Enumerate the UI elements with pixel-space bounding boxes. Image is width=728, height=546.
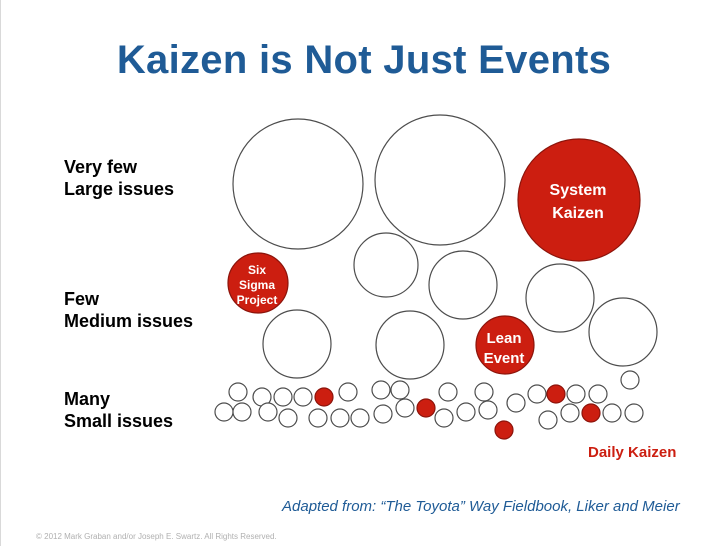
medium-issue-bubble	[525, 263, 595, 333]
level-label-large-line2: Large issues	[64, 179, 175, 199]
small-issue-bubble	[438, 382, 458, 402]
medium-issue-bubble	[262, 309, 332, 379]
small-issue-bubble	[390, 380, 410, 400]
small-issue-bubble	[474, 382, 494, 402]
small-issue-bubble	[624, 403, 644, 423]
small-issue-bubble	[371, 380, 391, 400]
small-issue-bubble	[494, 420, 514, 440]
small-issue-bubble	[308, 408, 328, 428]
level-label-large-line1: Very few	[64, 157, 138, 177]
small-issue-bubble	[214, 402, 234, 422]
daily-kaizen-label: Daily Kaizen	[588, 444, 677, 461]
small-issue-bubble	[395, 398, 415, 418]
level-label-small-line1: Many	[64, 389, 111, 409]
small-issue-bubble	[273, 387, 293, 407]
small-issue-bubble	[538, 410, 558, 430]
small-issue-bubble	[620, 370, 640, 390]
small-issue-bubble	[258, 402, 278, 422]
small-issue-bubble	[373, 404, 393, 424]
small-issue-bubble	[581, 403, 601, 423]
small-issue-bubble	[478, 400, 498, 420]
medium-issue-bubble	[375, 310, 445, 380]
medium-issue-bubble	[428, 250, 498, 320]
small-issue-bubble	[560, 403, 580, 423]
small-issue-bubble	[456, 402, 476, 422]
medium-issue-bubble	[353, 232, 419, 298]
small-issue-bubble	[602, 403, 622, 423]
small-issue-bubble	[434, 408, 454, 428]
copyright-notice: © 2012 Mark Graban and/or Joseph E. Swar…	[36, 532, 277, 541]
small-issue-bubble	[546, 384, 566, 404]
small-issue-bubble	[330, 408, 350, 428]
small-issue-bubble	[293, 387, 313, 407]
level-label-large: Very few Large issues	[64, 156, 174, 200]
six-sigma-label-line3: Project	[237, 293, 278, 307]
small-issue-bubble	[232, 402, 252, 422]
lean-event-bubble	[475, 315, 535, 375]
lean-event-label-line1: Lean	[486, 330, 521, 347]
small-issue-bubble	[350, 408, 370, 428]
system-kaizen-bubble	[517, 138, 641, 262]
large-issue-bubble	[374, 114, 506, 246]
small-issue-bubble	[228, 382, 248, 402]
level-label-medium: Few Medium issues	[64, 288, 193, 332]
six-sigma-label-line1: Six	[248, 263, 266, 277]
level-label-medium-line2: Medium issues	[64, 311, 194, 331]
small-issue-bubble	[588, 384, 608, 404]
slide-title: Kaizen is Not Just Events	[116, 38, 612, 82]
small-issue-bubble	[527, 384, 547, 404]
level-label-small: Many Small issues	[64, 388, 173, 432]
lean-event-label-line2: Event	[484, 350, 525, 367]
six-sigma-label-line2: Sigma	[239, 278, 275, 292]
small-issue-bubble	[416, 398, 436, 418]
slide-edge-line	[0, 0, 23, 546]
source-citation: Adapted from: “The Toyota” Way Fieldbook…	[282, 498, 680, 515]
level-label-small-line2: Small issues	[64, 411, 174, 431]
small-issue-bubble	[566, 384, 586, 404]
medium-issue-bubble	[588, 297, 658, 367]
six-sigma-bubble	[227, 252, 289, 314]
small-issue-bubble	[506, 393, 526, 413]
small-issue-bubble	[278, 408, 298, 428]
small-issue-bubble	[314, 387, 334, 407]
system-kaizen-label-line2: Kaizen	[552, 205, 604, 222]
large-issue-bubble	[232, 118, 364, 250]
level-label-medium-line1: Few	[64, 289, 100, 309]
small-issue-bubble	[338, 382, 358, 402]
system-kaizen-label-line1: System	[550, 182, 607, 199]
